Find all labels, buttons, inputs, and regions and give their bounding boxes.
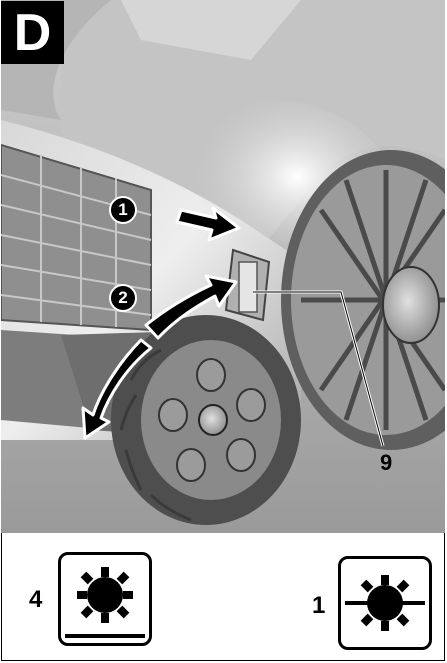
callout-9: 9 bbox=[380, 450, 393, 475]
height-setting-label-4: 4 bbox=[29, 586, 43, 613]
step-1-marker: 1 bbox=[109, 196, 137, 224]
step-2-marker: 2 bbox=[109, 284, 137, 312]
height-setting-label-1: 1 bbox=[312, 592, 326, 619]
gear-icon bbox=[345, 575, 425, 631]
gear-icon bbox=[65, 567, 145, 638]
panel-letter: D bbox=[1, 1, 64, 64]
mower-illustration bbox=[1, 0, 445, 533]
mower-drawing bbox=[1, 0, 445, 533]
cutting-height-min-icon bbox=[338, 556, 432, 650]
cutting-height-max-icon bbox=[58, 552, 152, 646]
